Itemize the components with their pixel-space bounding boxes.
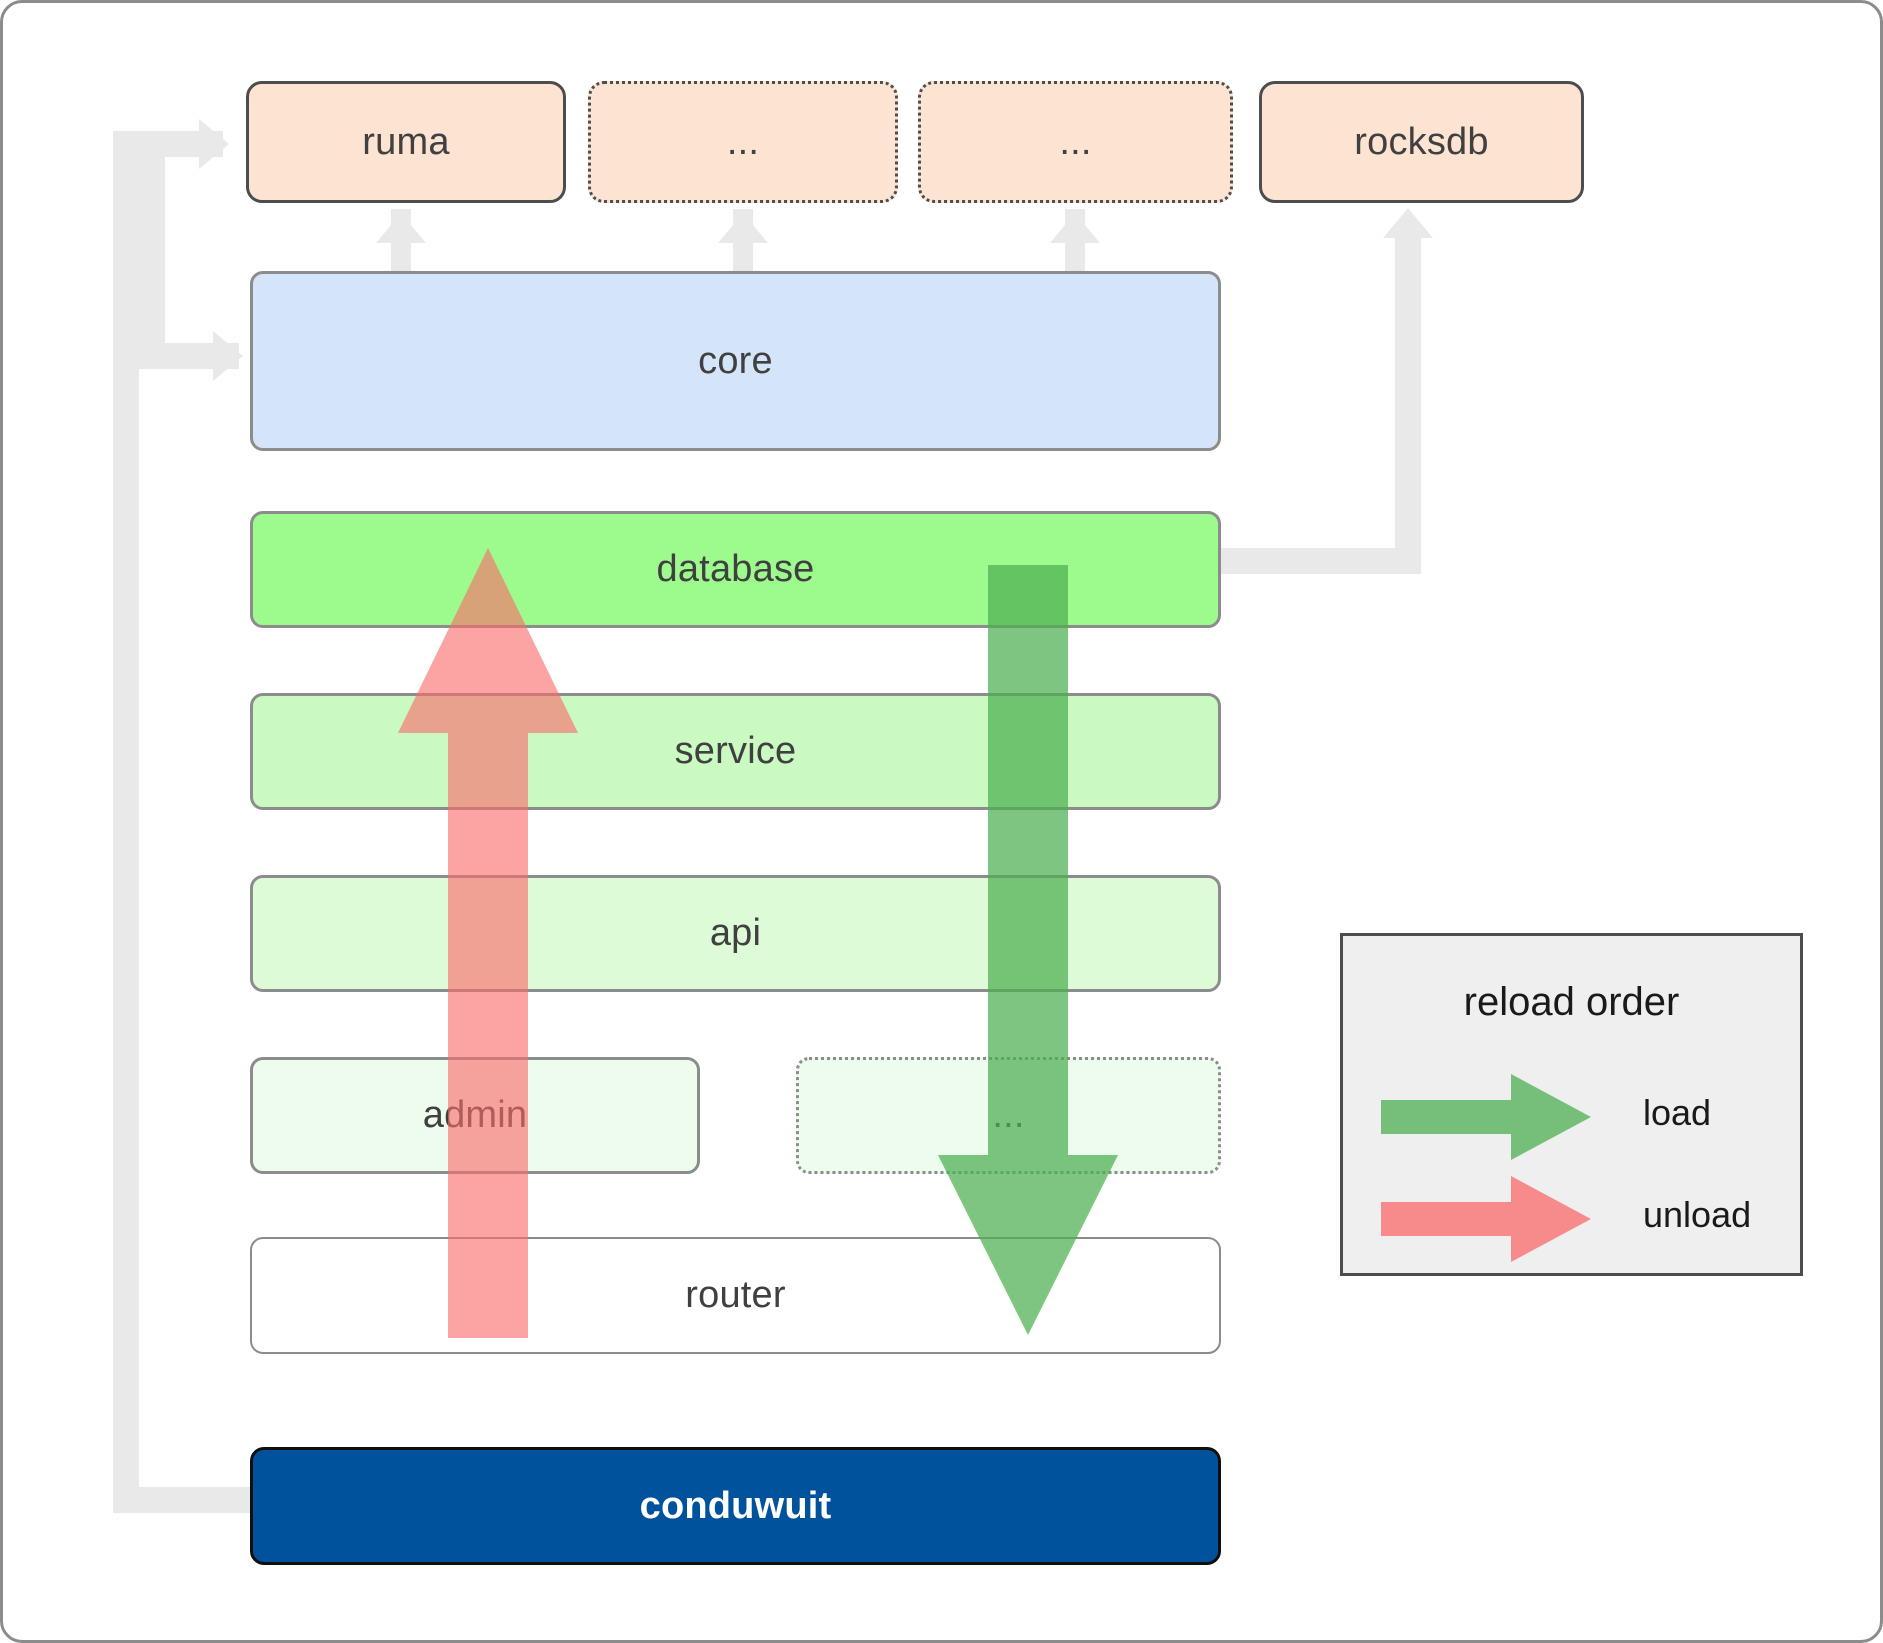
node-dep-dots-1[interactable]: ...	[588, 81, 898, 203]
legend-unload-arrow	[1381, 1176, 1591, 1262]
legend-panel: reload order load unload	[1340, 933, 1803, 1276]
connector-core-to-dots1-head	[718, 213, 768, 243]
connector-arrowhead-core	[213, 331, 243, 381]
node-service[interactable]: service	[250, 693, 1221, 810]
node-ext-dots[interactable]: ...	[796, 1057, 1221, 1174]
legend-load-arrow	[1381, 1074, 1591, 1160]
connector-rocksdb-arrowhead	[1383, 208, 1433, 238]
node-api[interactable]: api	[250, 875, 1221, 992]
node-database-label: database	[656, 548, 815, 590]
node-dep-dots-2[interactable]: ...	[918, 81, 1233, 203]
node-dep-dots-2-label: ...	[1059, 120, 1092, 163]
node-admin-label: admin	[422, 1094, 528, 1136]
legend-unload-label: unload	[1643, 1194, 1752, 1235]
node-core-label: core	[698, 339, 773, 382]
node-database[interactable]: database	[250, 511, 1221, 628]
legend-load-label: load	[1643, 1092, 1712, 1133]
connector-branch-ruma-leg	[139, 131, 165, 351]
connector-arrowhead-ruma	[199, 119, 229, 169]
node-router[interactable]: router	[250, 1237, 1221, 1354]
node-core[interactable]: core	[250, 271, 1221, 451]
connector-database-to-rocksdb-h	[1221, 548, 1421, 574]
node-rocksdb-label: rocksdb	[1354, 120, 1489, 163]
node-dep-dots-1-label: ...	[726, 120, 760, 163]
node-ext-dots-label: ...	[992, 1094, 1025, 1136]
node-conduwuit[interactable]: conduwuit	[250, 1447, 1221, 1565]
connector-database-to-rocksdb-v	[1395, 233, 1421, 573]
connector-core-to-ruma-head	[376, 213, 426, 243]
node-router-label: router	[685, 1274, 786, 1316]
node-ruma[interactable]: ruma	[246, 81, 566, 203]
legend-title: reload order	[1463, 980, 1680, 1024]
connector-to-conduwuit	[113, 1487, 253, 1513]
connector-spine-vertical	[113, 131, 139, 1513]
node-ruma-label: ruma	[362, 120, 450, 163]
node-admin[interactable]: admin	[250, 1057, 700, 1174]
node-api-label: api	[709, 912, 762, 954]
node-service-label: service	[674, 730, 797, 772]
node-rocksdb[interactable]: rocksdb	[1259, 81, 1584, 203]
connector-core-to-dots2-head	[1050, 213, 1100, 243]
node-conduwuit-label: conduwuit	[639, 1484, 832, 1527]
